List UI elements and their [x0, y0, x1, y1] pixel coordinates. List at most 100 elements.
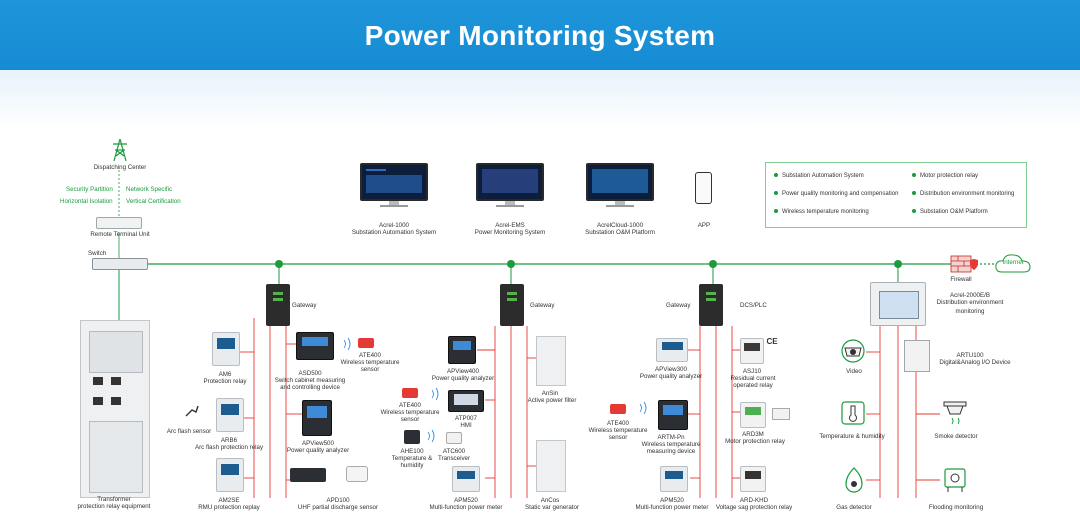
flooding-icon: [940, 466, 970, 494]
arb6-desc: Arc flash protection relay: [194, 444, 264, 451]
arc-flash-sensor-icon: [184, 404, 200, 418]
video-camera-icon: [840, 338, 866, 364]
am6-label: AM6: [218, 371, 232, 378]
gateway-device: [699, 284, 723, 326]
apm520-desc: Multi-function power meter: [429, 504, 503, 511]
artm-device: [658, 400, 688, 430]
gas-detector-icon: [842, 466, 866, 496]
ard-label: ARD-KHD: [739, 497, 769, 504]
apview300-label: APView300: [655, 366, 687, 373]
artu100-desc: Digital&Analog I/O Device: [939, 359, 1011, 366]
gas-label: Gas detector: [836, 504, 872, 511]
network-specific-label: Network Specific: [126, 186, 173, 193]
ard-desc: Voltage sag protection relay: [715, 504, 793, 511]
ate400-desc: sensor: [360, 366, 380, 373]
ate400-desc: sensor: [400, 416, 420, 423]
atc600-label: ATC600: [442, 448, 466, 455]
bus-node: [275, 260, 283, 268]
internet-cloud-icon: [994, 251, 1032, 275]
legend-box: Substation Automation System Motor prote…: [765, 162, 1027, 228]
dispatching-center-label: Dispatching Center: [93, 164, 147, 171]
apm520-label: APM520: [454, 497, 478, 504]
ard3m-desc: Motor protection relay: [725, 438, 785, 445]
ansin-cabinet: [536, 336, 566, 386]
artm-label: ARTM-Pn: [657, 434, 685, 441]
apd100-label: APD100: [326, 497, 350, 504]
atc600-transceiver: [446, 432, 462, 444]
am2se-desc: RMU protection replay: [198, 504, 260, 511]
asj10-device: [740, 338, 764, 364]
ate400-sensor: [402, 388, 418, 398]
legend-item: Distribution environment monitoring: [912, 191, 1014, 197]
platform-name: AcrelCloud-1000: [596, 222, 644, 229]
switch-label: Switch: [88, 250, 107, 257]
legend-item: Substation Automation System: [774, 173, 864, 179]
ard3m-device: [740, 402, 766, 428]
platform-name: Acrel-EMS: [495, 222, 525, 229]
gateway-device: [266, 284, 290, 326]
legend-item-label: Substation O&M Platform: [920, 209, 988, 215]
smoke-detector-icon: [940, 400, 970, 426]
tower-icon: [110, 138, 130, 162]
ard3m-label: ARD3M: [742, 431, 764, 438]
ate400-label: ATE400: [399, 402, 421, 409]
ate400-desc: Wireless temperature: [588, 427, 648, 434]
ahe100-label: AHE100: [400, 448, 424, 455]
apd100-sensor: [346, 466, 368, 482]
internet-label: Internet: [1002, 259, 1024, 266]
gateway-label: Gateway: [530, 302, 555, 309]
apview500-desc: Power quality analyzer: [286, 447, 350, 454]
rtu-label: Remote Terminal Unit: [90, 231, 150, 238]
ate400-desc: Wireless temperature: [380, 409, 440, 416]
apd100-desc: UHF partial discharge sensor: [297, 504, 379, 511]
ahe100-desc: humidity: [400, 462, 424, 469]
header-fade: [0, 70, 1080, 130]
acrel2000-panel: [870, 282, 926, 326]
gateway-device: [500, 284, 524, 326]
ce-mark: CE: [766, 337, 778, 346]
artu100-device: [904, 340, 930, 372]
atp007-hmi: [448, 390, 484, 412]
arb6-label: ARB6: [220, 437, 238, 444]
acrel1000-monitor: [360, 163, 428, 207]
legend-item-label: Power quality monitoring and compensatio…: [782, 191, 899, 197]
artu100-label: ARTU100: [956, 352, 984, 359]
ate400-sensor: [358, 338, 374, 348]
am2se-device: [216, 458, 244, 492]
legend-item: Substation O&M Platform: [912, 209, 988, 215]
platform-desc: Substation Automation System: [351, 229, 437, 236]
asj10-desc: operated relay: [733, 382, 773, 389]
apview400-label: APView400: [447, 368, 479, 375]
ate400-label: ATE400: [607, 420, 629, 427]
ard-device: [740, 466, 766, 492]
ansin-label: AnSin: [541, 390, 559, 397]
platform-name: Acrel-1000: [379, 222, 409, 229]
dcs-plc-label: DCS/PLC: [740, 302, 767, 309]
legend-item-label: Wireless temperature monitoring: [782, 209, 869, 215]
atc600-desc: Transceiver: [437, 455, 471, 462]
apm520-device: [660, 466, 688, 492]
apm520-label: APM520: [660, 497, 684, 504]
asj10-label: ASJ10: [742, 368, 762, 375]
transformer-label: Transformer: [97, 496, 131, 503]
gateway-label: Gateway: [292, 302, 317, 309]
gateway-label: Gateway: [666, 302, 691, 309]
apd100-device: [290, 468, 326, 482]
platform-desc: Substation O&M Platform: [585, 229, 655, 236]
ate400-label: ATE400: [359, 352, 381, 359]
smoke-label: Smoke detector: [934, 433, 978, 440]
flooding-label: Flooding monitoring: [928, 504, 984, 511]
ate400-desc: Wireless temperature: [340, 359, 400, 366]
transformer-desc: protection relay equipment: [77, 503, 151, 510]
legend-item-label: Motor protection relay: [920, 173, 979, 179]
bus-node: [709, 260, 717, 268]
asd500-label: ASD500: [298, 370, 322, 377]
horizontal-isolation-label: Horizontal Isolation: [60, 198, 113, 205]
asj10-desc: Residual current: [730, 375, 776, 382]
legend-item-label: Substation Automation System: [782, 173, 864, 179]
apview300-device: [656, 338, 688, 362]
page-title: Power Monitoring System: [364, 20, 716, 51]
transformer-cabinet: [80, 320, 150, 498]
acrel2000-desc: Distribution environment: [936, 299, 1004, 306]
asd500-device: [296, 332, 334, 360]
